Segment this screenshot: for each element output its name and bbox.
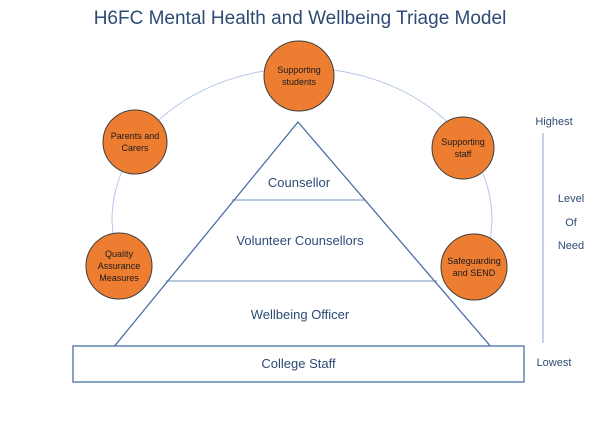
node-quality-circle <box>85 232 153 300</box>
node-staff-circle <box>431 116 495 180</box>
node-students-circle <box>263 40 335 112</box>
scale-highest: Highest <box>535 116 573 128</box>
tier-college-staff: College Staff <box>261 356 336 371</box>
scale-of: Of <box>565 217 577 229</box>
tier-volunteer-counsellors: Volunteer Counsellors <box>236 233 364 248</box>
node-parents-circle <box>102 109 168 175</box>
scale-need: Need <box>557 240 585 252</box>
scale-lowest: Lowest <box>536 357 572 369</box>
node-safeguarding-circle <box>440 233 508 301</box>
tier-wellbeing-officer: Wellbeing Officer <box>250 307 350 322</box>
scale-level: Level <box>557 193 585 205</box>
tier-counsellor: Counsellor <box>267 175 331 190</box>
college-staff-base <box>72 345 525 383</box>
diagram-title: H6FC Mental Health and Wellbeing Triage … <box>93 8 507 29</box>
